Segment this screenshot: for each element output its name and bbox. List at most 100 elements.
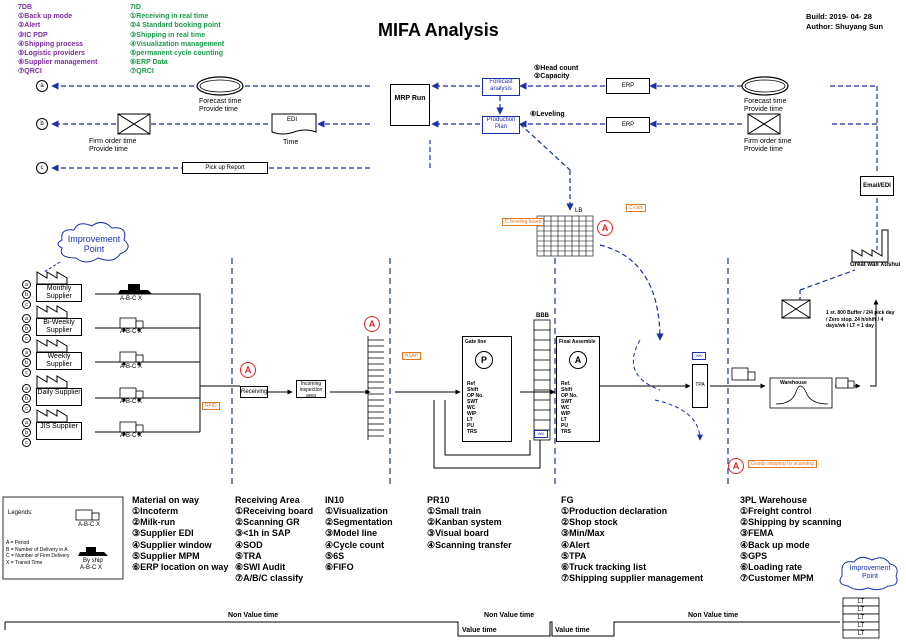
firm-order-left: Firm order time Provide time bbox=[89, 138, 136, 154]
category-in10: IN10 ①Visualization ②Segmentation ③Model… bbox=[325, 495, 393, 573]
category-item: ①Small train bbox=[427, 506, 482, 516]
category-title: IN10 bbox=[325, 495, 345, 505]
legend-7db-item: ⑥Supplier management bbox=[18, 59, 98, 67]
legends-lines: A = Period B = Number of Delivery in A C… bbox=[6, 540, 69, 566]
category-item: ⑥Loading rate bbox=[740, 562, 803, 573]
category-item: ⑤6S bbox=[325, 550, 345, 561]
legend-truck-label: A-B-C X bbox=[78, 522, 101, 528]
legend-line: B = Number of Delivery in A bbox=[6, 546, 68, 553]
great-wall-label: Great wall Xushui bbox=[850, 262, 901, 268]
email-edi-box: Email/EDI bbox=[860, 176, 894, 196]
improvement-marker-a: A bbox=[364, 316, 380, 332]
gate-line-box: Gate line P Ref Shift OP No. SWT WC WIP … bbox=[462, 336, 512, 442]
pickup-report-label: Pick up Report bbox=[205, 165, 245, 171]
supplier-circle: a bbox=[22, 418, 31, 427]
category-item: ④Alert bbox=[561, 539, 590, 550]
legend-7db-item: ③IC PDP bbox=[18, 31, 48, 39]
flow-line bbox=[519, 123, 571, 171]
firm-order-time-text: Firm order time bbox=[744, 138, 792, 145]
production-plan-box: Production Plan bbox=[482, 116, 520, 134]
tpa-box: TPA bbox=[692, 364, 708, 408]
supplier-circle: c bbox=[22, 438, 31, 447]
rfid-tag: RFID bbox=[202, 402, 220, 410]
supplier-circle: c bbox=[22, 300, 31, 309]
category-item: ③Min/Max bbox=[561, 528, 605, 539]
non-value-time-1: Non Value time bbox=[228, 612, 279, 619]
category-item: ⑥FIFO bbox=[325, 562, 354, 573]
category-item: ⑤TPA bbox=[561, 550, 587, 561]
stat: SWT bbox=[467, 399, 479, 405]
category-item: ①Incoterm bbox=[132, 506, 179, 516]
improvement-line1: Improvement bbox=[67, 234, 121, 244]
category-item: ④Supplier window bbox=[132, 539, 212, 550]
final-stats: Ref. Shift OP No. SWT WC WIP LT PU TRS bbox=[561, 381, 578, 435]
stat: SWT bbox=[561, 399, 573, 405]
build-info: Build: 2019- 04- 28 Author: Shuyang Sun bbox=[806, 12, 883, 32]
category-item: ③FEMA bbox=[740, 528, 774, 539]
provide-time-text: Provide time bbox=[199, 106, 238, 113]
forecast-analysis-box: Forecast analysis bbox=[482, 78, 520, 96]
supplier-name: JIS Supplier bbox=[40, 423, 78, 430]
provide-time-text: Provide time bbox=[744, 106, 783, 113]
legend-7id: 7ID ①Receiving in real time ②4 Standard … bbox=[130, 3, 224, 77]
forecast-time-right: Forecast time Provide time bbox=[744, 98, 786, 114]
supplier-circle: b bbox=[22, 290, 31, 299]
forecast-time-text: Forecast time bbox=[199, 98, 242, 105]
legend-7id-item: ①Receiving in real time bbox=[130, 13, 209, 21]
legend-7db-item: ②Alert bbox=[18, 22, 41, 30]
legend-line: A = Period bbox=[6, 540, 30, 546]
incoming-inspection-label: Incoming inspection area bbox=[299, 381, 323, 399]
category-item: ②Segmentation bbox=[325, 517, 393, 528]
supplier-circle: c bbox=[22, 334, 31, 343]
value-time-2: Value time bbox=[555, 627, 590, 634]
forecast-analysis-label: Forecast analysis bbox=[489, 79, 513, 92]
supplier-box: Monthly Supplier bbox=[36, 284, 82, 302]
supplier-box: Daily Supplier bbox=[36, 388, 82, 406]
supplier-name: Daily Supplier bbox=[37, 389, 81, 396]
legend-7id-item: ⑤permanent cycle counting bbox=[130, 50, 224, 58]
legend-7db-item: ⑦QRCI bbox=[18, 68, 42, 76]
head-count-label: ⑤Head count bbox=[534, 65, 579, 72]
supplier-name: Bi-Weekly Supplier bbox=[43, 319, 75, 334]
category-fg: FG ①Production declaration ②Shop stock ③… bbox=[561, 495, 703, 584]
circle-b: b bbox=[36, 118, 48, 130]
category-item: ②Milk-run bbox=[132, 517, 176, 528]
page-title: MIFA Analysis bbox=[378, 20, 499, 40]
improvement-marker-a: A bbox=[597, 220, 613, 236]
build-author: Author: Shuyang Sun bbox=[806, 22, 884, 31]
flow-line bbox=[799, 269, 856, 291]
legend-7id-item: ④Visualization management bbox=[130, 40, 225, 48]
category-item: ②Shipping by scanning bbox=[740, 517, 842, 528]
forecast-time-text: Forecast time bbox=[744, 98, 787, 105]
stat: PU bbox=[561, 423, 568, 429]
supplier-box: JIS Supplier bbox=[36, 422, 82, 440]
stat: WC bbox=[561, 405, 570, 411]
lb-label: LB bbox=[575, 208, 583, 214]
category-item: ⑤TRA bbox=[235, 550, 262, 561]
wk-box: WK bbox=[534, 430, 548, 438]
tpa-label: TPA bbox=[695, 382, 705, 388]
category-title: PR10 bbox=[427, 495, 450, 505]
transport-label: A-B-C X bbox=[120, 329, 143, 335]
legend-7id-item: ⑥ERP Data bbox=[130, 59, 168, 67]
category-title: 3PL Warehouse bbox=[740, 495, 808, 505]
provide-time-text: Provide time bbox=[89, 146, 128, 153]
stat: WC bbox=[467, 405, 476, 411]
edi-label: EDI bbox=[287, 117, 298, 123]
c-leveling-board-tag: C-leveling board bbox=[502, 218, 545, 226]
supplier-box: Weekly Supplier bbox=[36, 352, 82, 370]
legend-7id-header: 7ID bbox=[130, 4, 141, 11]
supplier-name: Monthly Supplier bbox=[46, 285, 72, 300]
legend-7id-item: ⑦QRCI bbox=[130, 68, 154, 76]
lt-cell: LT bbox=[857, 615, 865, 621]
firm-order-right: Firm order time Provide time bbox=[744, 138, 791, 154]
stat: Shift bbox=[467, 387, 479, 393]
lt-stack: LT LT LT LT LT bbox=[843, 598, 879, 638]
c-cart-tag: C-cart bbox=[626, 204, 646, 212]
non-value-time-3: Non Value time bbox=[688, 612, 739, 619]
goods-shipping-tag: Goods shipping by scanning bbox=[748, 460, 817, 468]
category-item: ①Visualization bbox=[325, 506, 388, 516]
email-edi-label: Email/EDI bbox=[863, 183, 891, 189]
stat: TRS bbox=[467, 429, 477, 435]
